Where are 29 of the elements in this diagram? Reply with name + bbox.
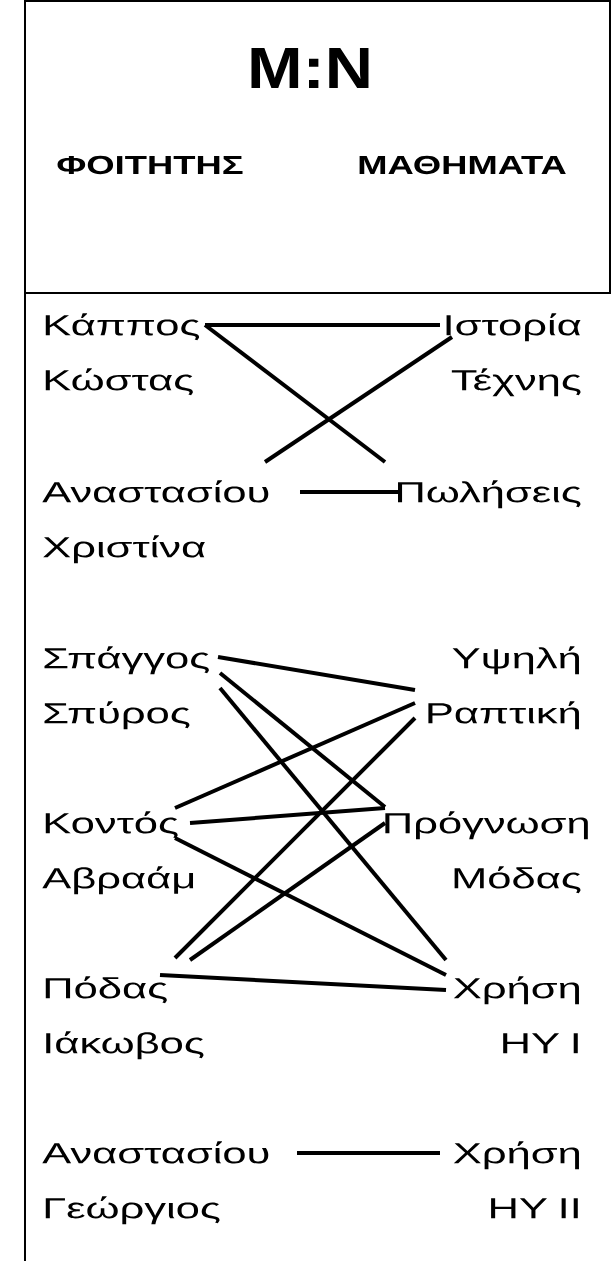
- connector-line: [159, 973, 447, 992]
- column-heading: ΦΟΙΤΗΤΗΣ: [57, 155, 243, 175]
- name-label: Αναστασίου Γεώργιος: [42, 1141, 269, 1225]
- connector-line: [188, 821, 387, 962]
- connector-line: [300, 490, 400, 494]
- connector-line: [263, 335, 454, 464]
- name-label: Χρήση ΗΥ ΙΙ: [453, 1141, 579, 1219]
- name-label: Κάππος Κώστας: [45, 313, 200, 396]
- name-label: Πόδας Ιάκωβος: [45, 976, 204, 1060]
- column-heading: ΜΑΘΗΜΑΤΑ: [359, 155, 566, 175]
- title: M:N: [251, 48, 369, 88]
- connector-line: [189, 806, 386, 825]
- name-label: Πωλήσεις: [398, 480, 581, 509]
- connector-line: [205, 323, 440, 327]
- connector-line: [174, 701, 416, 810]
- name-label: Υψηλή Ραπτική: [428, 646, 579, 730]
- connector-line: [217, 655, 416, 692]
- connector-line: [297, 1151, 440, 1155]
- name-label: Πρόγνωση Μόδας: [385, 811, 588, 894]
- name-label: Ιστορία Τέχνης: [446, 313, 581, 397]
- name-label: Σπάγγος Σπύρος: [44, 646, 209, 730]
- connector-line: [174, 836, 447, 977]
- name-label: Αναστασίου Χριστίνα: [42, 480, 269, 564]
- connector-line: [218, 686, 448, 962]
- connector-line: [173, 716, 417, 960]
- connector-line: [203, 323, 387, 464]
- name-label: Κοντός Αβραάμ: [42, 811, 194, 895]
- name-label: Χρήση ΗΥ Ι: [453, 976, 579, 1054]
- connector-line: [218, 671, 387, 809]
